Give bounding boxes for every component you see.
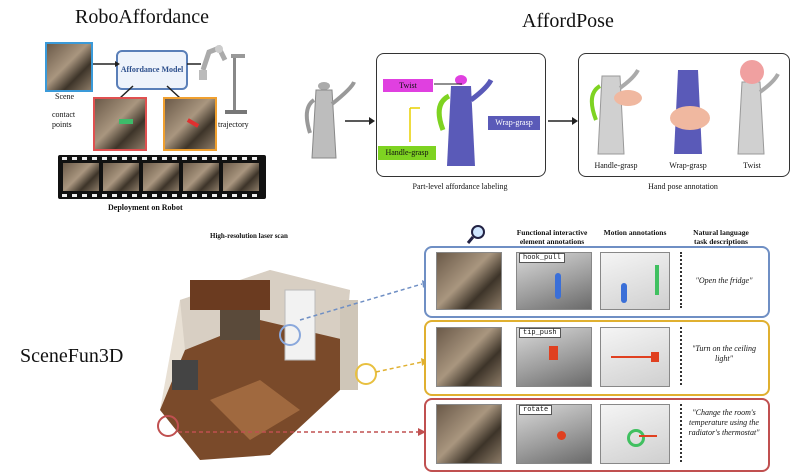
pose-label-twist: Twist: [743, 161, 761, 170]
deployment-filmstrip: [58, 155, 266, 199]
pose-twist-icon: [737, 60, 780, 155]
film-frame-3: [143, 163, 179, 191]
row1-motion-arrow: [655, 265, 659, 295]
row1-divider: [680, 252, 682, 308]
row2-switch-mark: [549, 346, 558, 360]
label-leader-lines: [409, 83, 462, 142]
arrow-to-labeling: [345, 117, 375, 125]
affordpose-title: AffordPose: [522, 10, 614, 32]
wrap-grasp-tag: Wrap-grasp: [488, 116, 540, 130]
row2-rgb-image: [436, 327, 502, 387]
row1-rgb-image: [436, 252, 502, 310]
row1-motion-handle: [621, 283, 627, 303]
row3-motion-image: [600, 404, 670, 464]
deployment-label: Deployment on Robot: [108, 203, 183, 212]
film-frame-1: [63, 163, 99, 191]
row3-motion-arrow: [639, 435, 657, 437]
scene-label: Scene: [55, 92, 75, 101]
row3-knob-mark: [557, 431, 566, 440]
handle-grasp-tag: Handle-grasp: [378, 146, 436, 160]
row3-motion-ring: [627, 429, 645, 447]
row3-divider: [680, 404, 682, 462]
scene-image: [45, 42, 93, 92]
row2-motion-arrow: [611, 356, 651, 358]
hand-pose-caption: Hand pose annotation: [648, 182, 718, 191]
row2-tag: tip_push: [519, 328, 561, 338]
kettle-plain-icon: [304, 81, 356, 159]
scan-connector-red: [178, 428, 426, 436]
row2-motion-mark: [651, 352, 659, 362]
scenefun-title: SceneFun3D: [20, 345, 124, 367]
robo-arrows: [93, 61, 201, 99]
trajectory-label: trajectory: [218, 120, 249, 129]
robot-arm-icon: [199, 44, 247, 114]
contact-points-image: [93, 97, 147, 151]
row2-motion-image: [600, 327, 670, 387]
row3-quote: "Change the room's temperature using the…: [688, 408, 760, 437]
row3-tag: rotate: [519, 405, 553, 415]
magnifier-icon: [466, 225, 485, 244]
row2-divider: [680, 327, 682, 385]
film-frame-4: [183, 163, 219, 191]
kettle-colored-icon: [436, 75, 494, 166]
film-frame-5: [223, 163, 259, 191]
pose-label-wrap: Wrap-grasp: [669, 161, 707, 170]
row1-motion-image: [600, 252, 670, 310]
contact-points-label: contact points: [52, 110, 76, 129]
row1-tag: hook_pull: [519, 253, 565, 263]
pose-label-handle: Handle-grasp: [594, 161, 638, 170]
room-scan-image: [157, 270, 377, 460]
row2-quote: "Turn on the ceiling light": [691, 344, 757, 363]
pose-handle-grasp-icon: [589, 69, 642, 155]
header-functional: Functional interactive element annotatio…: [516, 228, 588, 246]
twist-tag: Twist: [383, 79, 433, 92]
scan-connectors: [299, 280, 428, 373]
affordance-model-box: Affordance Model: [116, 50, 188, 90]
affordance-model-label: Affordance Model: [120, 65, 184, 74]
pose-wrap-grasp-icon: [670, 70, 710, 154]
film-frame-2: [103, 163, 139, 191]
trajectory-marker: [186, 118, 200, 128]
trajectory-image: [163, 97, 217, 151]
row3-rgb-image: [436, 404, 502, 464]
row1-quote: "Open the fridge": [695, 276, 753, 285]
laser-scan-label: High-resolution laser scan: [210, 232, 288, 240]
contact-marker: [119, 119, 133, 124]
header-language: Natural language task descriptions: [693, 228, 749, 246]
roboaffordance-title: RoboAffordance: [75, 6, 210, 28]
header-motion: Motion annotations: [603, 228, 667, 237]
arrow-to-pose: [548, 117, 578, 125]
row1-handle-mark: [555, 273, 561, 299]
part-labeling-caption: Part-level affordance labeling: [412, 182, 508, 191]
